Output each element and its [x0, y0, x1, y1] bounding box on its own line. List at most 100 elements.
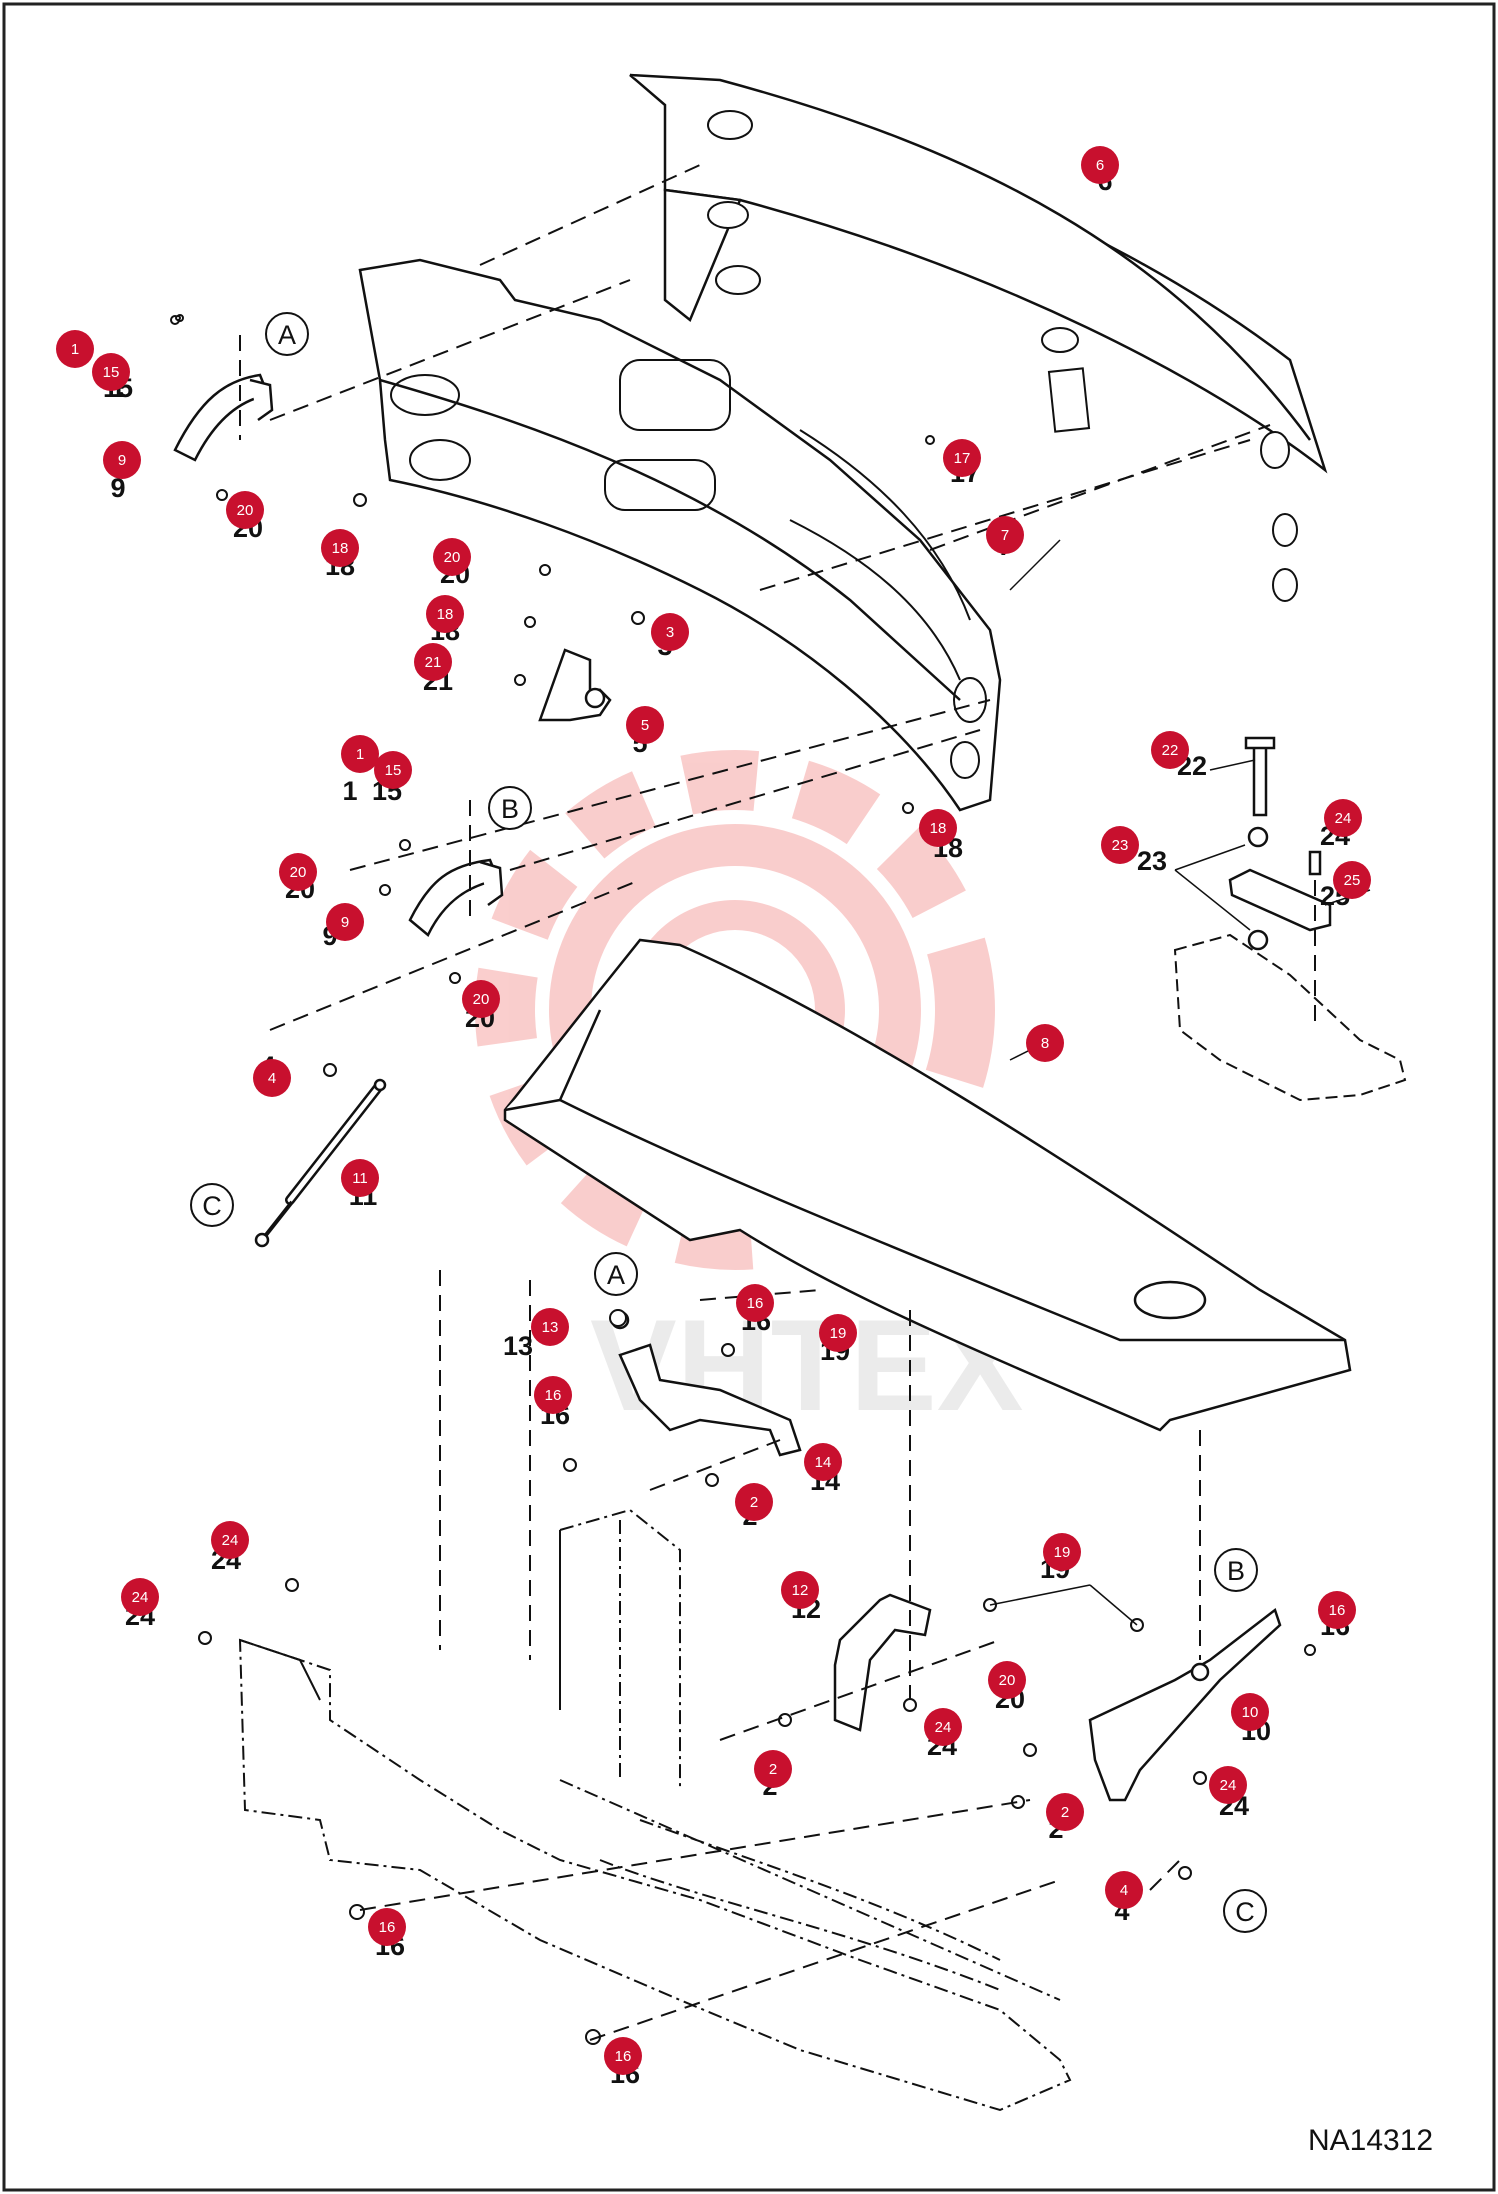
badge-number: 12: [792, 1582, 809, 1599]
part-number-badge[interactable]: 16: [604, 2037, 642, 2075]
part-number-badge[interactable]: 13: [531, 1308, 569, 1346]
callout-marker: A: [594, 1252, 638, 1296]
badge-number: 14: [815, 1454, 832, 1471]
badge-number: 9: [118, 452, 126, 469]
badge-number: 20: [473, 991, 490, 1008]
part-number-badge[interactable]: 20: [226, 491, 264, 529]
badge-number: 2: [769, 1761, 777, 1778]
callout-marker: B: [488, 786, 532, 830]
part-number-badge[interactable]: 21: [414, 643, 452, 681]
drawing-code: NA14312: [1308, 2124, 1433, 2157]
cover-8-outline: [503, 938, 1352, 1432]
badge-number: 16: [615, 2048, 632, 2065]
callout-letter: C: [1235, 1897, 1255, 1927]
badge-number: 11: [352, 1170, 368, 1187]
badge-number: 4: [1120, 1882, 1128, 1899]
part-number-label: 1: [342, 776, 357, 806]
part-number-badge[interactable]: 24: [211, 1521, 249, 1559]
leader-lines: [989, 539, 1371, 1626]
part-number-badge[interactable]: 5: [626, 706, 664, 744]
part-number-badge[interactable]: 10: [1231, 1693, 1269, 1731]
badge-number: 19: [830, 1325, 847, 1342]
badge-number: 1: [71, 341, 79, 358]
badge-number: 21: [425, 654, 442, 671]
badge-number: 10: [1242, 1704, 1259, 1721]
part-number-badge[interactable]: 18: [321, 529, 359, 567]
bracket-12: [833, 1593, 932, 1732]
panel-6-grommets: [707, 110, 1298, 602]
part-badges: 1159201861772018321518115209202224232541…: [56, 146, 1371, 2075]
frame-rails: [239, 1530, 561, 1710]
part-number-badge[interactable]: 20: [433, 538, 471, 576]
assembly-lines: [239, 164, 1316, 2041]
hinge-assembly-22-25: [1228, 736, 1332, 951]
badge-number: 5: [641, 717, 649, 734]
part-number-badge[interactable]: 20: [988, 1661, 1026, 1699]
part-number-badge[interactable]: 24: [1324, 799, 1362, 837]
part-number-badge[interactable]: 4: [253, 1059, 291, 1097]
part-number-badge[interactable]: 16: [1318, 1591, 1356, 1629]
part-number-badge[interactable]: 1: [56, 330, 94, 368]
part-number-badge[interactable]: 15: [92, 353, 130, 391]
part-number-badge[interactable]: 18: [426, 595, 464, 633]
part-number-badge[interactable]: 19: [1043, 1533, 1081, 1571]
part-number-badge[interactable]: 7: [986, 516, 1024, 554]
part-number-badge[interactable]: 3: [651, 613, 689, 651]
part-number-badge[interactable]: 24: [924, 1708, 962, 1746]
badge-number: 18: [332, 540, 349, 557]
part-number-label: 13: [503, 1331, 533, 1361]
gas-strut-11: [254, 1078, 387, 1248]
part-number-badge[interactable]: 2: [735, 1483, 773, 1521]
callout-letter: A: [278, 320, 296, 350]
badge-number: 16: [1329, 1602, 1346, 1619]
part-number-badge[interactable]: 25: [1333, 861, 1371, 899]
fastener-hardware: [170, 314, 1316, 2045]
part-number-badge[interactable]: 24: [1209, 1766, 1247, 1804]
part-number-badge[interactable]: 16: [736, 1284, 774, 1322]
part-number-badge[interactable]: 16: [368, 1908, 406, 1946]
frame-dashed: [238, 1508, 1072, 2112]
panel-7-cutouts: [390, 359, 987, 779]
part-number-badge[interactable]: 8: [1026, 1024, 1064, 1062]
part-number-label: 9: [110, 473, 125, 503]
badge-number: 4: [268, 1070, 276, 1087]
part-number-badge[interactable]: 2: [754, 1750, 792, 1788]
part-number-badge[interactable]: 15: [374, 751, 412, 789]
part-number-badge[interactable]: 11: [341, 1159, 379, 1197]
part-number-badge[interactable]: 19: [819, 1314, 857, 1352]
part-number-badge[interactable]: 9: [103, 441, 141, 479]
badge-number: 25: [1344, 872, 1361, 889]
bracket-5: [538, 648, 612, 722]
part-number-badge[interactable]: 12: [781, 1571, 819, 1609]
part-number-badge[interactable]: 6: [1081, 146, 1119, 184]
badge-number: 24: [1335, 810, 1352, 827]
part-number-badge[interactable]: 17: [943, 439, 981, 477]
part-number-badge[interactable]: 20: [462, 980, 500, 1018]
badge-number: 20: [999, 1672, 1016, 1689]
callout-marker: C: [1223, 1889, 1267, 1933]
badge-number: 3: [666, 624, 674, 641]
part-number-badge[interactable]: 22: [1151, 731, 1189, 769]
part-number-badge[interactable]: 18: [919, 809, 957, 847]
part-number-badge[interactable]: 4: [1105, 1871, 1143, 1909]
part-number-badge[interactable]: 20: [279, 853, 317, 891]
latch-bracket-9-mid: [408, 858, 504, 937]
part-number-badge[interactable]: 24: [121, 1578, 159, 1616]
badge-number: 6: [1096, 157, 1104, 174]
badge-number: 20: [237, 502, 254, 519]
bracket-10: [1088, 1607, 1282, 1802]
callout-marker: C: [190, 1183, 234, 1227]
part-number-badge[interactable]: 9: [326, 903, 364, 941]
part-number-badge[interactable]: 2: [1046, 1793, 1084, 1831]
part-number-badge[interactable]: 14: [804, 1443, 842, 1481]
hinge-base-dashed: [1173, 933, 1407, 1102]
callout-letter: B: [501, 794, 519, 824]
part-number-badge[interactable]: 16: [534, 1376, 572, 1414]
part-number-badge[interactable]: 23: [1101, 826, 1139, 864]
latch-bracket-9-top: [173, 373, 274, 462]
badge-number: 17: [954, 450, 971, 467]
part-number-badge[interactable]: 1: [341, 735, 379, 773]
panel-7-outline: [358, 258, 1002, 812]
